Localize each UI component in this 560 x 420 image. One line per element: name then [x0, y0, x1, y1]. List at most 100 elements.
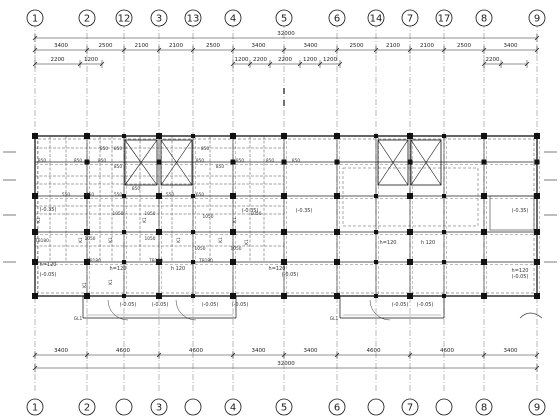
top-span-dim-text: 2100	[135, 43, 149, 49]
beam-label: 850	[201, 146, 209, 152]
beam-label: 1050	[203, 214, 214, 220]
structural-column	[442, 194, 446, 198]
axis-bubble-bottom-label: 5	[281, 403, 287, 414]
axis-bubble-top-label: 6	[334, 14, 340, 25]
axis-bubble-top-label: 13	[187, 14, 200, 25]
structural-column	[122, 230, 126, 234]
elevation-label: (-0.35)	[512, 208, 529, 214]
structural-column	[281, 293, 287, 299]
elevation-label: (-0.05)	[392, 302, 409, 308]
axis-bubble-bottom	[150, 398, 168, 416]
sunken-slab-box	[489, 195, 535, 231]
structural-column	[191, 230, 195, 234]
axis-bubble-top-label: 4	[230, 14, 236, 25]
column-tag-label: GL1	[74, 316, 83, 322]
structural-column	[534, 229, 540, 235]
structural-column	[230, 193, 236, 199]
axis-bubble-top-label: 2	[84, 14, 90, 25]
axis-bubble-top	[78, 9, 96, 27]
bottom-span-dim-text: 3400	[304, 348, 318, 354]
axis-bubble-top	[528, 9, 546, 27]
structural-column	[156, 293, 162, 299]
structural-column	[230, 159, 236, 165]
beam-label: 650	[196, 192, 204, 198]
top-span-dim-text: 2500	[457, 43, 471, 49]
structural-column	[534, 159, 540, 165]
beam-label: TB180	[34, 238, 49, 244]
top-span-dim-text: 3400	[304, 43, 318, 49]
elevation-label: (-0.35)	[296, 208, 313, 214]
beam-label: 550	[62, 192, 70, 198]
top-total-dim-text: 32000	[277, 31, 295, 37]
structural-column	[407, 133, 413, 139]
elevation-label: (-0.35)	[242, 208, 259, 214]
axis-bubble-top-label: 1	[32, 14, 38, 25]
top-span-dim-text: 2100	[169, 43, 183, 49]
axis-bubble-bottom	[401, 398, 419, 416]
axis-bubble-bottom	[224, 398, 242, 416]
beam-label: 850	[216, 164, 224, 170]
beam-label: K1	[108, 279, 114, 285]
structural-column	[281, 229, 287, 235]
top-span-dim-text: 3400	[252, 43, 266, 49]
elevation-label: (-0.35)	[40, 207, 57, 213]
door-swing-arc	[175, 299, 197, 321]
axis-bubble-top	[475, 9, 493, 27]
structural-column	[191, 294, 195, 298]
top-subspan-dim-text: 1200	[323, 57, 337, 63]
axis-bubble-bottom	[435, 398, 453, 416]
structural-column	[191, 194, 195, 198]
beam-label: 850	[114, 146, 122, 152]
bottom-span-dim-text: 4600	[440, 348, 454, 354]
structural-column	[281, 133, 287, 139]
structural-column	[230, 229, 236, 235]
structural-column	[84, 229, 90, 235]
stair-shaft-right-b-diagonal	[410, 139, 442, 186]
structural-column	[84, 133, 90, 139]
structural-column	[481, 229, 487, 235]
axis-bubble-bottom	[275, 398, 293, 416]
elevation-label: (-0.05)	[282, 272, 299, 278]
slab-thickness-label: h 120	[421, 240, 435, 246]
top-span-dim-text: 2100	[386, 43, 400, 49]
structural-column	[374, 194, 378, 198]
beam-label: 850	[38, 158, 46, 164]
structural-column	[442, 260, 446, 264]
beam-label: 850	[100, 146, 108, 152]
bottom-total-dim-text: 32000	[277, 361, 295, 367]
structural-column	[230, 259, 236, 265]
structural-column	[230, 133, 236, 139]
axis-bubble-top	[401, 9, 419, 27]
slab-thickness-label: h=120	[269, 266, 286, 272]
axis-bubble-top	[435, 9, 453, 27]
bottom-span-dim-text: 3400	[54, 348, 68, 354]
structural-column	[191, 134, 195, 138]
axis-bubble-top	[115, 9, 133, 27]
axis-bubble-bottom-label: 2	[84, 403, 90, 414]
structural-column	[407, 193, 413, 199]
structural-column	[84, 159, 90, 165]
structural-column	[534, 259, 540, 265]
column-tag-label: GL1	[330, 316, 339, 322]
structural-column	[442, 134, 446, 138]
axis-bubble-bottom-label: 9	[534, 403, 540, 414]
stair-shaft-left-diagonal	[124, 139, 158, 186]
axis-bubble-bottom	[115, 398, 133, 416]
beam-label: K1	[36, 217, 42, 223]
stair-shaft-right-a-diagonal	[377, 139, 409, 186]
structural-column	[32, 293, 38, 299]
structural-column	[374, 260, 378, 264]
structural-column	[122, 294, 126, 298]
beam-label: 1050	[113, 211, 124, 217]
structural-column	[407, 259, 413, 265]
beam-label: TB180	[148, 258, 163, 264]
structural-column	[481, 259, 487, 265]
beam-label: 850	[266, 158, 274, 164]
beam-label: K1	[244, 239, 250, 245]
stair-shaft-mid-diagonal	[160, 139, 193, 186]
axis-bubble-bottom-label: 6	[334, 403, 340, 414]
structural-column	[374, 294, 378, 298]
